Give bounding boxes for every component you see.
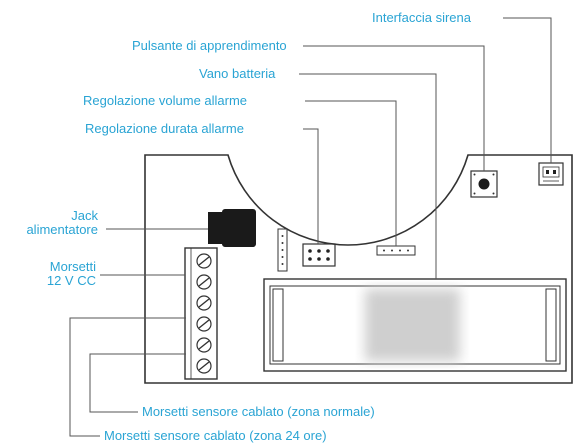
terminal-screw-slot [198,319,210,329]
vertical-connector [277,228,288,272]
label-power-jack-line2: alimentatore [26,222,98,237]
battery-compartment [263,278,567,372]
label-wired-24h-zone: Morsetti sensore cablato (zona 24 ore) [104,428,327,443]
learning-button [470,170,498,198]
label-terminals-12v: Morsetti 12 V CC [0,260,96,288]
label-battery-compartment: Vano batteria [199,66,276,81]
label-volume-adjust: Regolazione volume allarme [83,93,248,108]
leader-duration [303,128,319,244]
duration-jumper [302,243,336,267]
terminal-block [184,247,218,380]
battery-blur [365,289,460,361]
terminal-screw-slot [198,298,210,308]
leader-wired-24h [69,317,186,437]
leader-battery [299,73,437,279]
leader-lines [69,17,552,437]
label-learn-button: Pulsante di apprendimento [132,38,287,53]
label-wired-normal-zone: Morsetti sensore cablato (zona normale) [142,404,375,419]
label-power-jack: Jack alimentatore [0,209,98,237]
label-terminals-line2: 12 V CC [46,273,96,288]
terminal-screw-slot [198,256,210,266]
terminal-screw-slot [198,361,210,371]
terminal-screw-slot [198,340,210,350]
leader-siren [503,17,552,163]
label-power-jack-line1: Jack [71,208,98,223]
leader-wired-normal [89,353,186,413]
terminal-screw-slot [198,277,210,287]
leader-volume [305,100,397,246]
terminal-screws [196,253,212,374]
leader-learn-button [303,45,485,171]
label-terminals-line1: Morsetti [49,259,96,274]
power-jack [208,209,256,247]
label-siren-interface: Interfaccia sirena [372,10,471,25]
label-duration-adjust: Regolazione durata allarme [85,121,244,136]
